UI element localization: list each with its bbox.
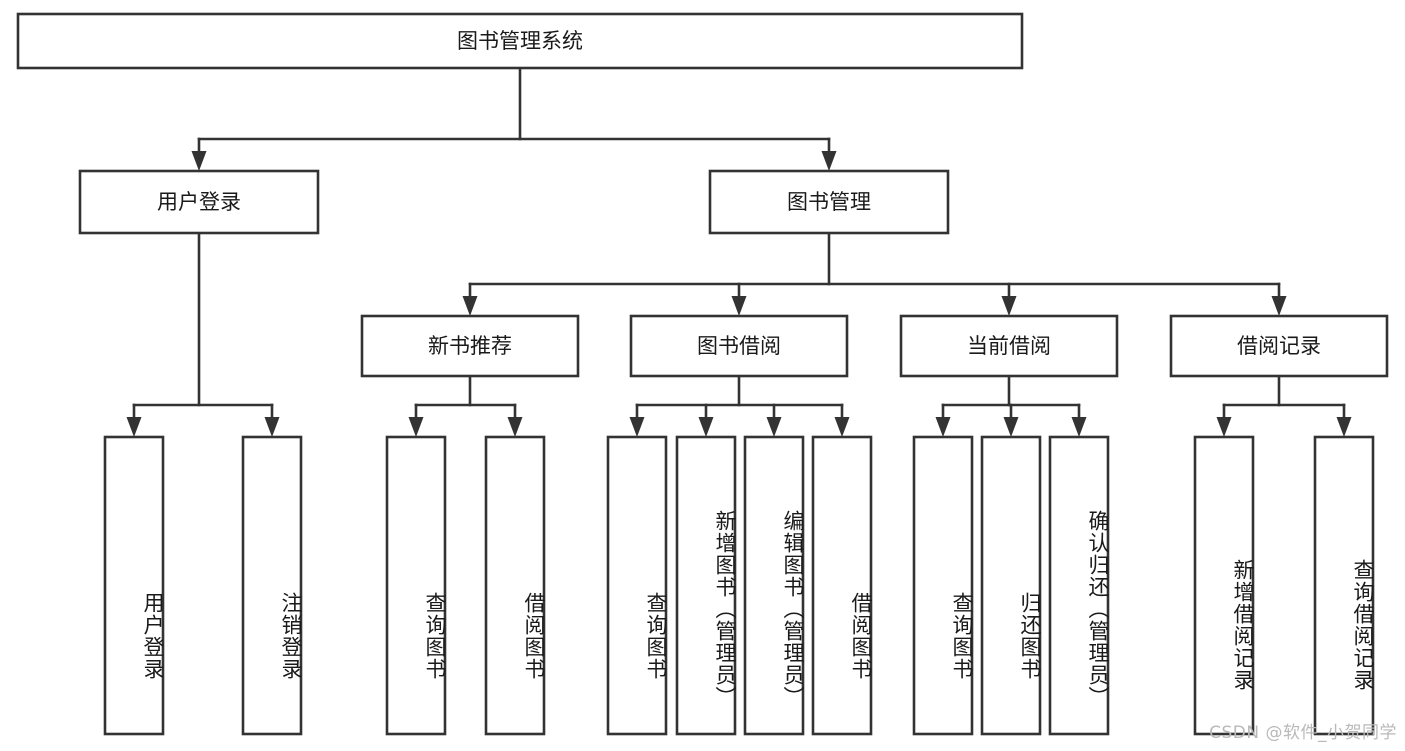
node-label: 图书借阅 xyxy=(697,334,781,358)
node-leaf_9[interactable] xyxy=(912,435,974,736)
node-box xyxy=(708,169,950,235)
node-label: 图书管理 xyxy=(787,190,871,214)
node-box xyxy=(743,435,805,736)
arrow-head-icon xyxy=(1336,417,1352,437)
node-leaf_10[interactable] xyxy=(980,435,1042,736)
node-leaf_8[interactable] xyxy=(811,435,873,736)
arrow-head-icon xyxy=(821,151,837,171)
node-leaf_13[interactable] xyxy=(1313,435,1375,736)
node-box xyxy=(1193,435,1255,736)
node-leaf_7[interactable] xyxy=(743,435,805,736)
arrow-head-icon xyxy=(1271,296,1287,316)
edge-layer xyxy=(126,66,1352,437)
arrow-head-icon xyxy=(408,417,424,437)
node-box xyxy=(360,314,580,378)
node-leaf_4[interactable] xyxy=(484,435,546,736)
node-box xyxy=(606,435,668,736)
arrow-head-icon xyxy=(1216,417,1232,437)
node-box xyxy=(385,435,447,736)
node-box xyxy=(484,435,546,736)
arrow-head-icon xyxy=(731,296,747,316)
arrow-head-icon xyxy=(264,417,280,437)
node-box xyxy=(16,12,1024,70)
node-box xyxy=(811,435,873,736)
node-label: 借阅记录 xyxy=(1237,334,1321,358)
node-box xyxy=(899,314,1119,378)
node-leaf_2[interactable] xyxy=(241,435,303,736)
arrow-head-icon xyxy=(191,151,207,171)
node-l3_c[interactable]: 当前借阅 xyxy=(899,314,1119,378)
node-l2_b[interactable]: 图书管理 xyxy=(708,169,950,235)
node-leaf_1[interactable] xyxy=(103,435,165,736)
node-l3_b[interactable]: 图书借阅 xyxy=(629,314,849,378)
node-leaf_6[interactable] xyxy=(675,435,737,736)
node-l3_a[interactable]: 新书推荐 xyxy=(360,314,580,378)
arrow-head-icon xyxy=(1071,417,1087,437)
node-box xyxy=(912,435,974,736)
arrow-head-icon xyxy=(629,417,645,437)
arrow-head-icon xyxy=(1001,296,1017,316)
arrow-head-icon xyxy=(126,417,142,437)
node-box xyxy=(1048,435,1110,736)
node-label: 当前借阅 xyxy=(967,334,1051,358)
arrow-head-icon xyxy=(462,296,478,316)
node-box xyxy=(1169,314,1389,378)
arrow-head-icon xyxy=(1003,417,1019,437)
node-label: 新书推荐 xyxy=(428,334,512,358)
node-root[interactable]: 图书管理系统 xyxy=(16,12,1024,70)
node-leaf_12[interactable] xyxy=(1193,435,1255,736)
node-box xyxy=(980,435,1042,736)
watermark-text: CSDN @软件_小贺同学 xyxy=(1209,723,1397,743)
node-box xyxy=(241,435,303,736)
arrow-head-icon xyxy=(698,417,714,437)
node-box xyxy=(78,169,320,235)
node-box xyxy=(675,435,737,736)
node-leaf_3[interactable] xyxy=(385,435,447,736)
node-l3_d[interactable]: 借阅记录 xyxy=(1169,314,1389,378)
node-box xyxy=(1313,435,1375,736)
node-box xyxy=(103,435,165,736)
node-label: 用户登录 xyxy=(157,190,241,214)
arrow-head-icon xyxy=(766,417,782,437)
node-leaf_5[interactable] xyxy=(606,435,668,736)
node-box xyxy=(629,314,849,378)
node-l2_a[interactable]: 用户登录 xyxy=(78,169,320,235)
arrow-head-icon xyxy=(935,417,951,437)
arrow-head-icon xyxy=(507,417,523,437)
node-label: 图书管理系统 xyxy=(457,29,583,53)
arrow-head-icon xyxy=(834,417,850,437)
node-leaf_11[interactable] xyxy=(1048,435,1110,736)
